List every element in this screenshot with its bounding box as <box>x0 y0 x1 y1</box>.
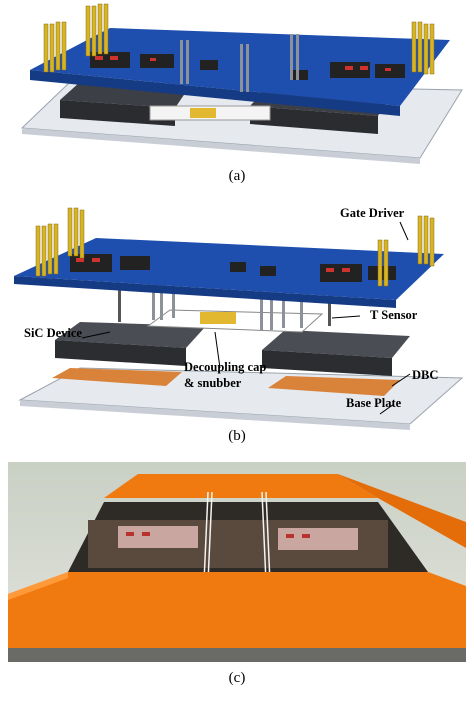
sic-device-left <box>55 322 206 348</box>
panel-a: (a) <box>0 0 474 200</box>
prototype-photo <box>8 462 466 662</box>
label-base-plate: Base Plate <box>346 396 402 410</box>
exploded-module-render <box>14 207 464 430</box>
dbc-left <box>52 368 182 386</box>
label-t-sensor: T Sensor <box>370 308 418 322</box>
caption-c: (c) <box>228 670 246 686</box>
label-decoupling-cap: Decoupling cap <box>184 360 267 374</box>
label-snubber: & snubber <box>184 376 242 390</box>
gate-driver-pcb <box>14 238 444 300</box>
panel-c: (c) <box>0 462 474 711</box>
sic-device-right <box>262 330 410 358</box>
orange-enclosure <box>8 572 466 648</box>
gold-pin-headers-a <box>43 3 435 75</box>
assembled-module-render <box>20 3 463 164</box>
caption-a: (a) <box>228 168 246 184</box>
label-gate-driver: Gate Driver <box>340 206 405 220</box>
label-sic-device: SiC Device <box>24 326 82 340</box>
gold-pin-headers-b <box>35 207 435 287</box>
dbc-right <box>268 376 400 396</box>
panel-b: Gate Driver SiC Device T Sensor Decoupli… <box>0 200 474 452</box>
label-dbc: DBC <box>412 368 439 382</box>
caption-b: (b) <box>228 428 246 444</box>
